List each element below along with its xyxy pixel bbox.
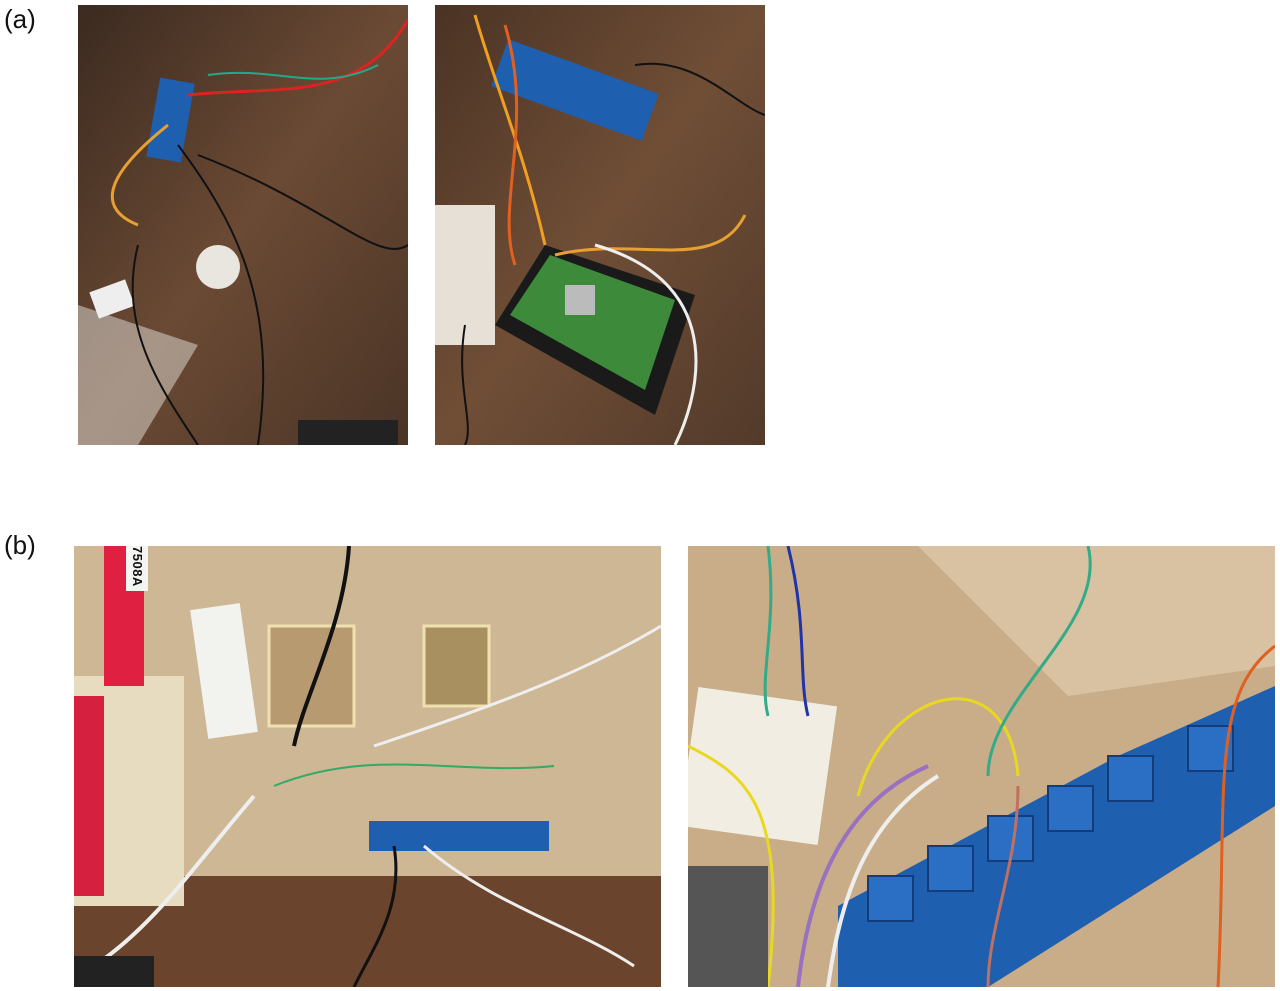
photo-tag-label: 7508A (126, 546, 148, 591)
photo-model-house (74, 546, 661, 987)
panel-label-a: (a) (4, 4, 36, 34)
photo-relay-lamp (78, 5, 408, 445)
photo-relay-closeup (688, 546, 1275, 987)
panel-label-b: (b) (4, 530, 36, 560)
photo-raspberry-pi (435, 5, 765, 445)
